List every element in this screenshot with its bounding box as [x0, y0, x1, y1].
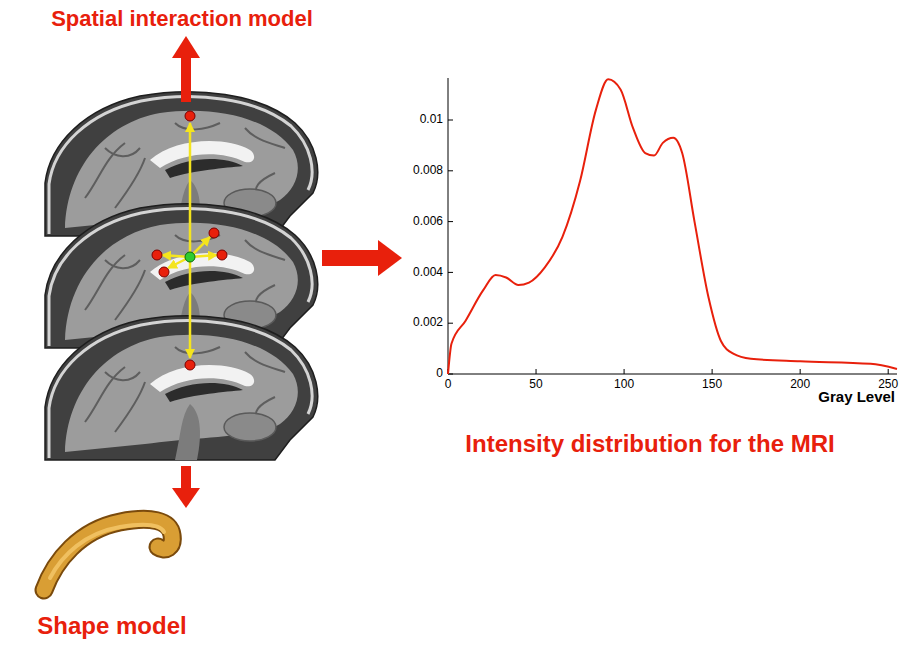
tick-mark	[448, 323, 453, 324]
model-title: Spatial interaction model	[51, 6, 313, 31]
axis-line	[448, 78, 897, 374]
intensity-curve	[448, 79, 897, 374]
tick-mark	[888, 369, 889, 374]
block-arrow	[172, 36, 200, 102]
x-tick-label: 150	[702, 378, 722, 392]
intensity-chart	[448, 78, 897, 374]
x-tick-label: 100	[614, 378, 634, 392]
interaction-arrows	[162, 123, 217, 358]
model-title: Shape model	[37, 612, 186, 640]
y-tick-label: 0.008	[413, 164, 443, 178]
y-tick-label: 0.006	[413, 215, 443, 229]
tick-mark	[448, 221, 453, 222]
x-tick-label: 250	[878, 378, 898, 392]
tick-mark	[448, 272, 453, 273]
mri-slice	[45, 316, 318, 460]
block-arrow	[322, 240, 402, 276]
y-tick-label: 0.002	[413, 316, 443, 330]
x-tick-label: 0	[445, 378, 452, 392]
y-tick-label: 0	[436, 367, 443, 381]
block-arrow	[172, 466, 200, 508]
tick-mark	[624, 369, 625, 374]
tick-mark	[712, 369, 713, 374]
tick-mark	[536, 369, 537, 374]
shape-model	[44, 519, 172, 590]
chart-title: Intensity distribution for the MRI	[460, 428, 840, 459]
tick-mark	[448, 170, 453, 171]
y-tick-label: 0.004	[413, 266, 443, 280]
x-tick-label: 200	[790, 378, 810, 392]
y-tick-label: 0.01	[420, 113, 443, 127]
tick-mark	[448, 120, 453, 121]
tick-mark	[800, 369, 801, 374]
x-tick-label: 50	[529, 378, 542, 392]
neighbour-dots	[152, 111, 227, 370]
